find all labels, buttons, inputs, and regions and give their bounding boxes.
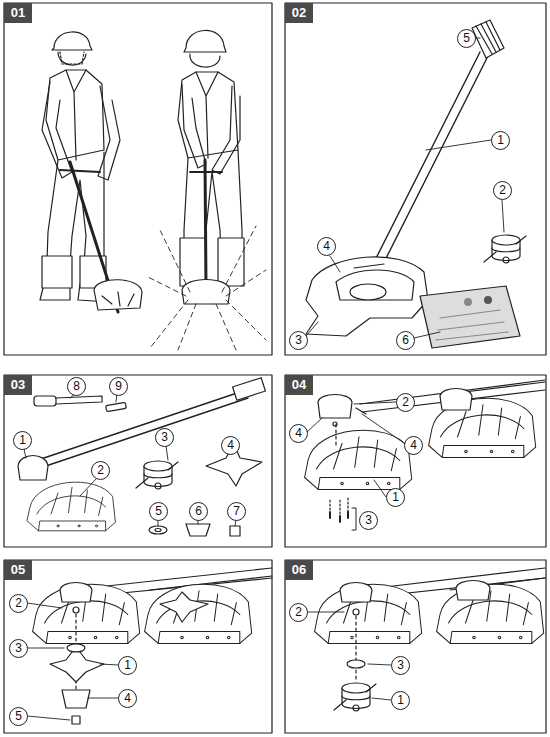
callout-number: 3 (9, 639, 28, 658)
callout-number: 2 (91, 461, 110, 480)
assembly (315, 568, 545, 711)
callout-number: 2 (9, 594, 28, 613)
callout-number: 3 (155, 428, 174, 447)
manual-booklet (420, 286, 520, 348)
callout-number: 1 (118, 656, 137, 675)
callout-number: 2 (493, 181, 512, 200)
callout-number: 2 (289, 603, 308, 622)
spool-head (484, 235, 526, 263)
callout-number: 6 (396, 331, 415, 350)
callout-number: 9 (109, 377, 128, 396)
callout-number: 2 (396, 393, 415, 412)
callout-number: 4 (118, 689, 137, 708)
panel-frame (4, 3, 272, 355)
callout-number: 1 (13, 431, 32, 450)
callout-number: 3 (391, 656, 410, 675)
spool-head (136, 461, 178, 489)
callout-number: 5 (149, 502, 168, 521)
panel-number: 06 (285, 560, 313, 580)
panel-frame (285, 3, 546, 355)
small-parts (149, 524, 240, 536)
callout-number: 4 (317, 237, 336, 256)
callout-number: 4 (404, 436, 423, 455)
callout-number: 1 (386, 488, 405, 507)
panel-frame (4, 375, 272, 547)
worker-figure (40, 32, 142, 312)
leader-lines (307, 612, 391, 700)
callout-number: 8 (67, 377, 86, 396)
callout-number: 6 (189, 502, 208, 521)
guard (306, 257, 428, 336)
callout-number: 4 (221, 436, 240, 455)
assembly (305, 380, 545, 530)
callout-number: 1 (491, 131, 510, 150)
panel-number: 05 (4, 560, 32, 580)
callout-number: 3 (359, 511, 378, 530)
leader-lines (27, 603, 118, 720)
panel-frame (285, 375, 546, 547)
callout-number: 5 (457, 29, 476, 48)
spray-lines (146, 226, 266, 350)
panel-frame (285, 560, 546, 733)
callout-number: 5 (9, 707, 28, 726)
guard (27, 482, 115, 531)
trimmer-shaft (360, 20, 504, 294)
panel-frame (4, 560, 272, 733)
leader-lines (306, 38, 504, 338)
worker-figure (178, 30, 244, 304)
panel-number: 02 (285, 3, 313, 23)
tools (34, 396, 126, 412)
panel-number: 01 (4, 3, 32, 23)
callout-number: 4 (289, 424, 308, 443)
callout-number: 1 (391, 691, 410, 710)
panel-number: 03 (4, 375, 32, 395)
assembly (33, 568, 272, 724)
panel-number: 04 (285, 375, 313, 395)
callout-number: 7 (227, 502, 246, 521)
leader-lines (24, 394, 236, 526)
leader-lines (306, 402, 404, 497)
callout-number: 3 (289, 331, 308, 350)
